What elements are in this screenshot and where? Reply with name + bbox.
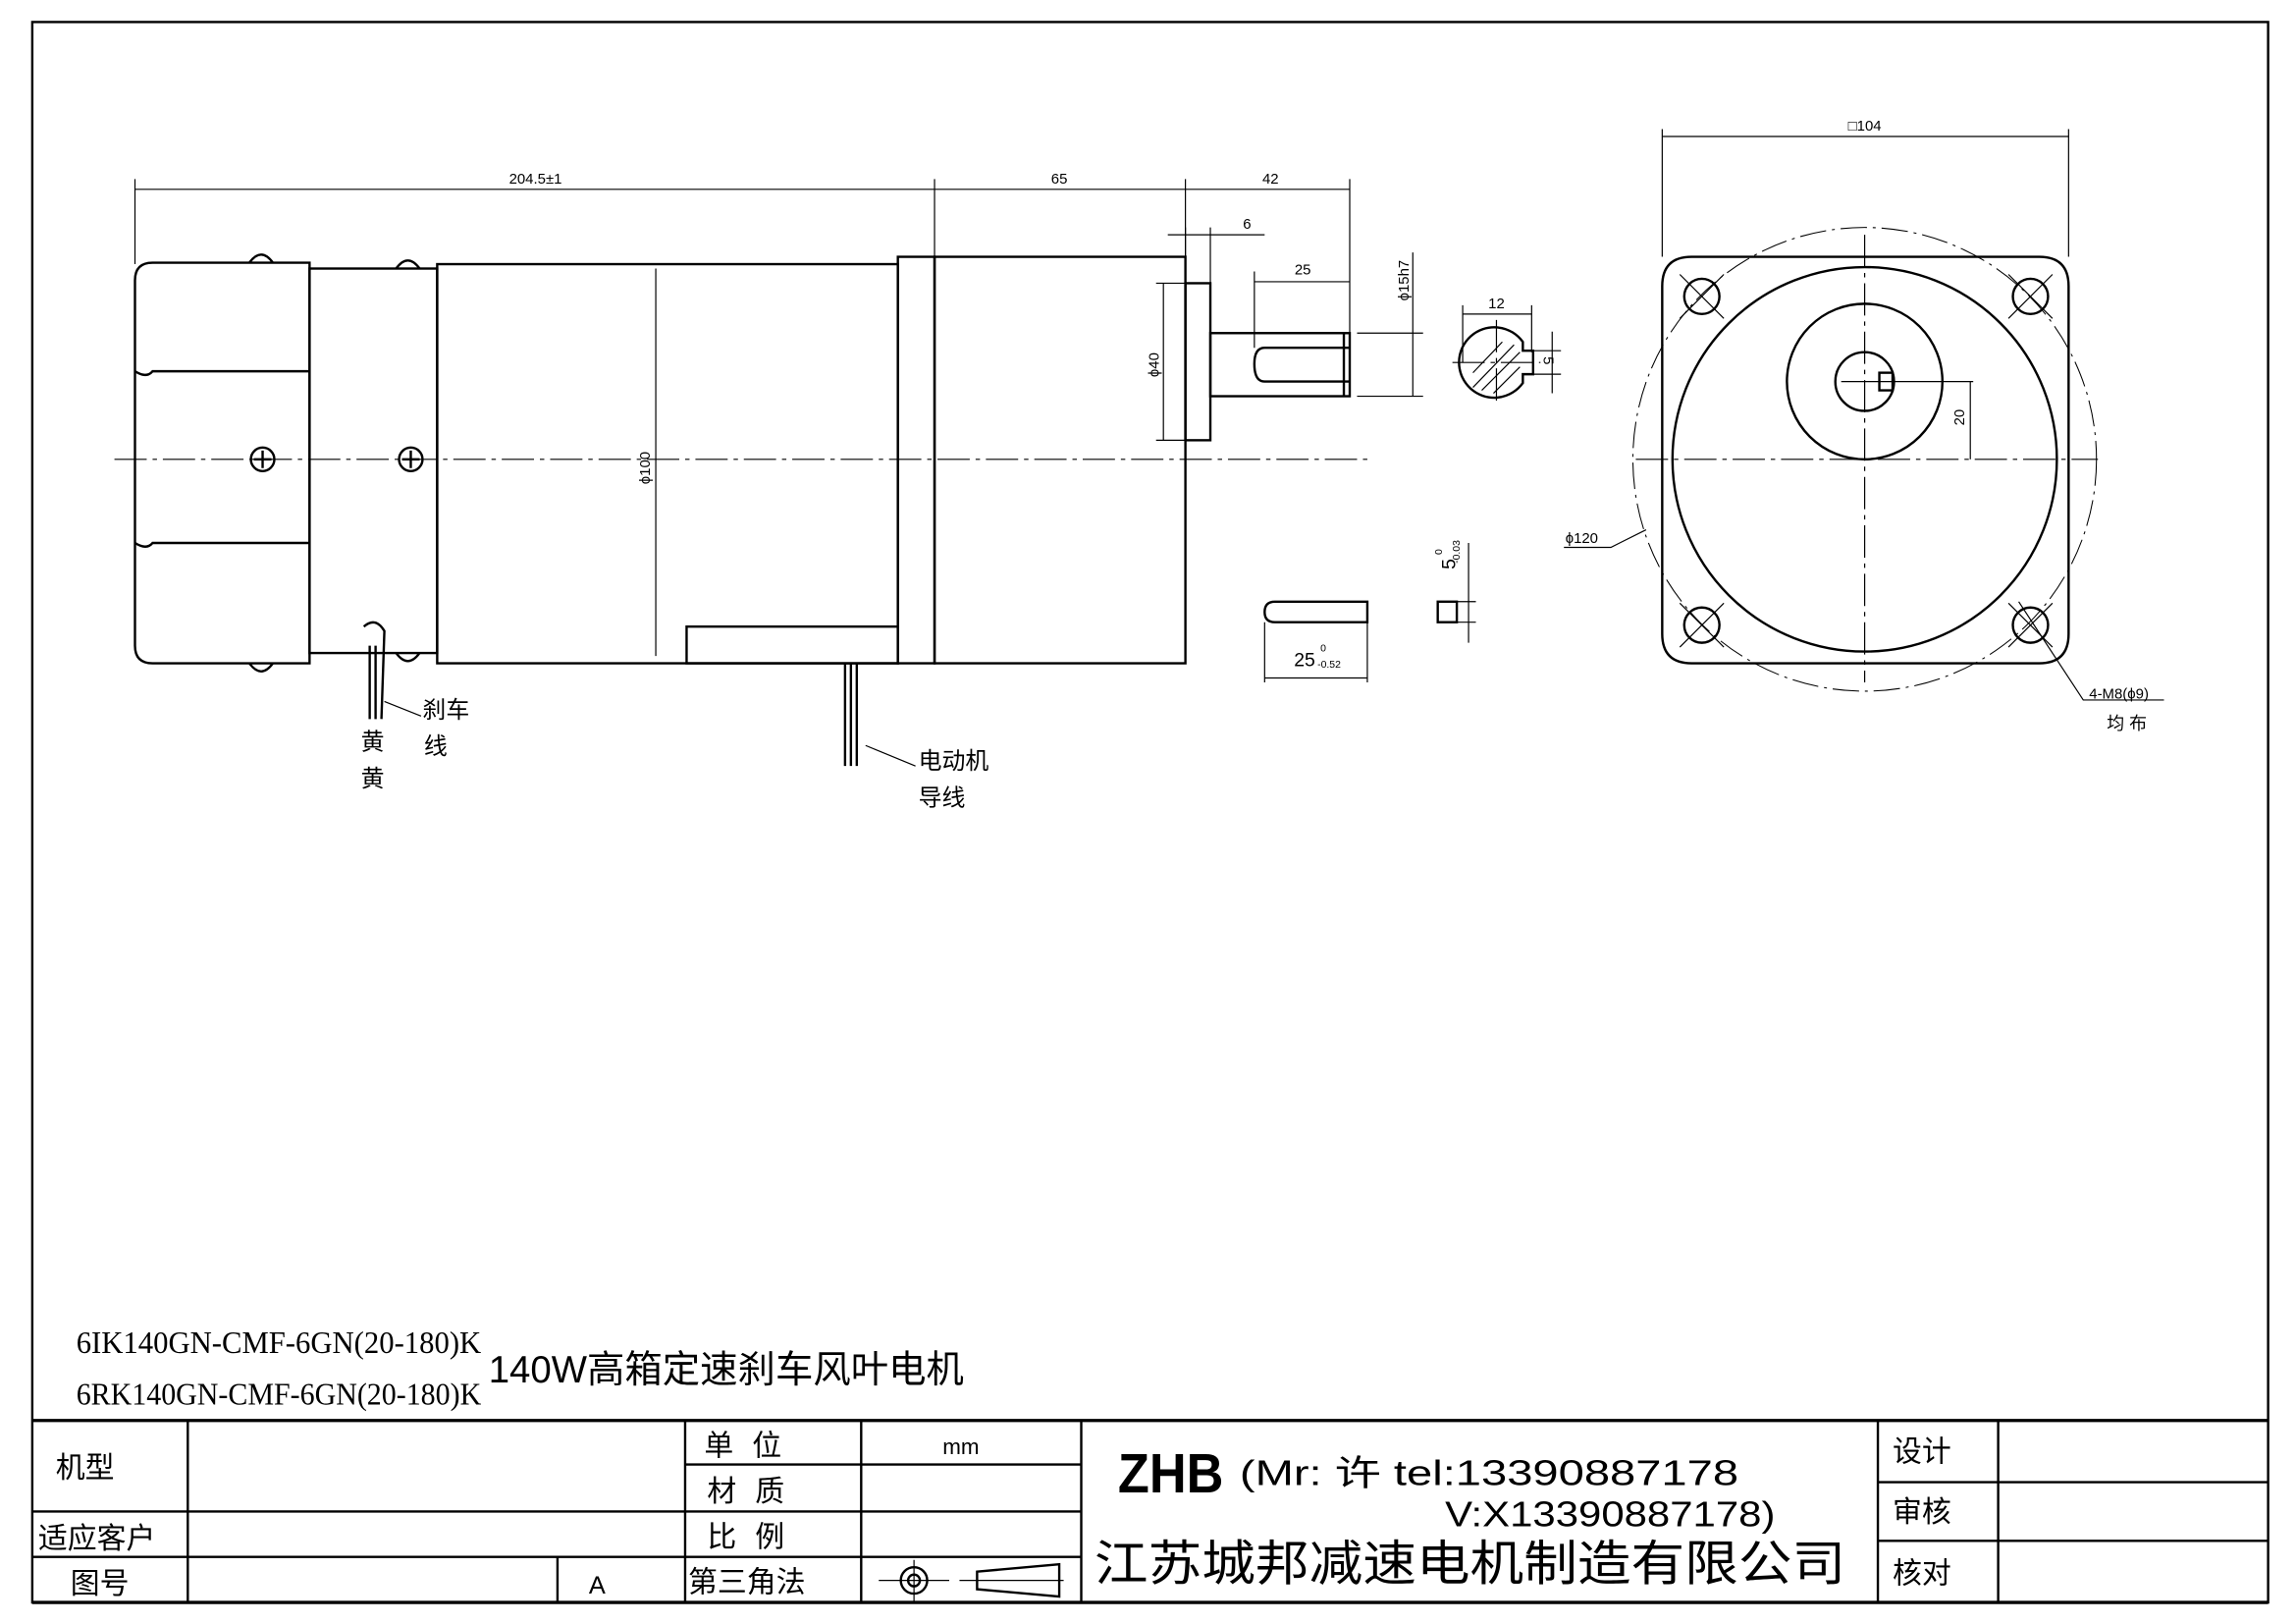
dim-pilot-dia: ϕ40 (1147, 352, 1163, 377)
dim-body-dia: ϕ100 (637, 452, 654, 484)
drawing-frame (30, 21, 2269, 1604)
motor-wire-label: 电动机 (919, 747, 989, 775)
dim-square: □104 (1848, 118, 1882, 135)
screw-icon (398, 446, 424, 472)
mounting-hole (2011, 277, 2050, 316)
side-view: 204.5±1 65 42 6 25 ϕ15h7 ϕ40 ϕ100 刹车 线 黄… (114, 171, 1423, 812)
wire-color-label-2: 黄 (361, 765, 385, 792)
unit-label: 单 位 (704, 1430, 781, 1464)
customer-label: 适应客户 (38, 1522, 156, 1556)
title-block: 机型 适应客户 图号 A 单 位 mm 材 质 比 例 第三角法 ZHB (Mr… (31, 1419, 2269, 1604)
revision-value: A (589, 1572, 606, 1599)
shaft-section: 12 5 (1452, 296, 1562, 406)
dim-pcd: ϕ120 (1566, 530, 1598, 547)
holes-note: 均 布 (2107, 714, 2147, 733)
dim-section-key: 5 (1539, 356, 1556, 364)
design-label: 设计 (1893, 1435, 1951, 1470)
projection-label: 第三角法 (688, 1566, 806, 1600)
review-label: 审核 (1893, 1495, 1951, 1530)
dim-section-width: 12 (1488, 296, 1505, 312)
front-view: □104 20 ϕ120 4-M8(ϕ9) 均 布 (1564, 118, 2164, 733)
dim-key-length: 25 (1295, 261, 1311, 278)
wire-color-label: 黄 (361, 729, 385, 756)
mounting-hole (2011, 606, 2050, 644)
check-label: 核对 (1893, 1557, 1951, 1592)
dim-key-height-tol-lower: -0.03 (1452, 540, 1463, 564)
model-number-1: 6IK140GN-CMF-6GN(20-180)K (77, 1325, 482, 1360)
mounting-hole (1682, 606, 1721, 644)
dim-key-height: 5 (1439, 559, 1461, 569)
product-name: 140W高箱定速刹车风叶电机 (489, 1349, 964, 1391)
model-number-2: 6RK140GN-CMF-6GN(20-180)K (77, 1377, 482, 1411)
dim-key-len-tol-lower: -0.52 (1317, 660, 1341, 671)
dim-shaft-length: 42 (1262, 171, 1279, 188)
third-angle-projection-icon (879, 1559, 1064, 1601)
dim-holes: 4-M8(ϕ9) (2089, 685, 2149, 702)
model-label: 机型 (56, 1451, 115, 1486)
dim-key-len: 25 (1294, 650, 1315, 672)
contact-wechat: V:X13390887178) (1445, 1494, 1775, 1534)
dim-flange-step: 6 (1243, 216, 1251, 233)
dim-key-len-tol-upper: 0 (1320, 644, 1326, 655)
unit-value: mm (942, 1434, 979, 1459)
motor-wire-label-2: 导线 (919, 784, 966, 812)
company-name: 江苏城邦减速电机制造有限公司 (1095, 1538, 1845, 1592)
scale-label: 比 例 (707, 1520, 784, 1554)
screw-icon (249, 446, 276, 472)
mounting-hole (1682, 277, 1721, 316)
brake-wire-label-2: 线 (424, 732, 448, 760)
brake-wire-label: 刹车 (422, 696, 469, 724)
material-label: 材 质 (707, 1475, 784, 1509)
brand-logo: ZHB (1118, 1443, 1224, 1505)
contact-info: (Mr: 许 tel:13390887178 (1240, 1454, 1738, 1493)
dim-overall-length: 204.5±1 (509, 171, 562, 188)
key-detail: 25 0 -0.52 5 0 -0.03 (1263, 540, 1476, 682)
dim-key-height-tol-upper: 0 (1434, 549, 1445, 555)
dim-shaft-dia: ϕ15h7 (1396, 260, 1413, 301)
dim-shaft-offset: 20 (1951, 409, 1968, 426)
product-title: 6IK140GN-CMF-6GN(20-180)K 6RK140GN-CMF-6… (77, 1325, 964, 1411)
dim-gearbox-length: 65 (1051, 171, 1068, 188)
drawing-number-label: 图号 (71, 1567, 130, 1601)
